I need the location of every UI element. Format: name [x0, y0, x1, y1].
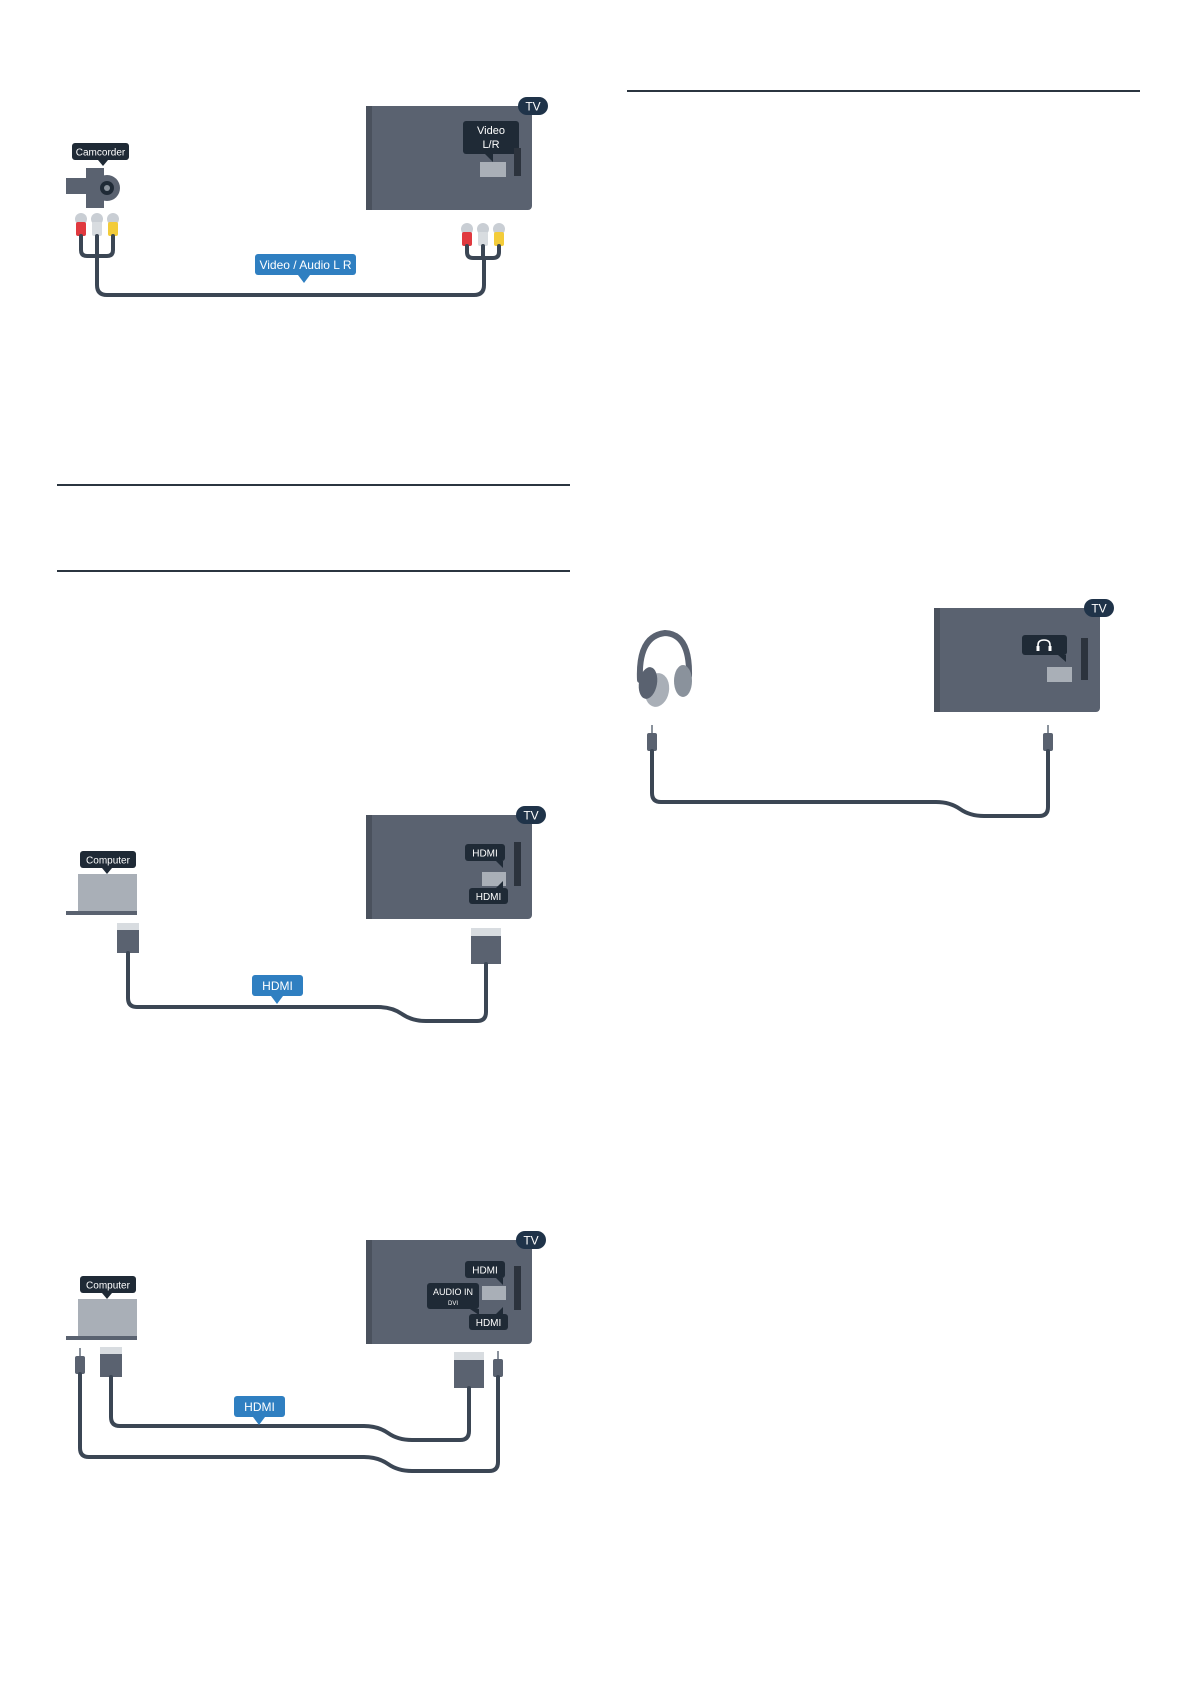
av-cable	[79, 234, 501, 297]
rca-plugs-tv	[461, 223, 505, 246]
tv-port-headphone	[1022, 635, 1088, 682]
tv-screen	[934, 608, 1100, 712]
section-divider-left-1	[57, 484, 570, 486]
hdmi-cable-label: HDMI	[252, 975, 303, 1004]
computer-label: Computer	[80, 851, 136, 874]
cables	[78, 1372, 500, 1473]
headphones-icon	[636, 629, 693, 707]
camcorder-label: Camcorder	[72, 143, 129, 166]
hdmi-cable	[109, 1375, 471, 1442]
hdmi-plug-computer	[117, 923, 139, 953]
audio-jack-tv	[493, 1351, 503, 1377]
hdmi-cable-label-text: HDMI	[262, 979, 293, 993]
laptop-icon	[66, 874, 137, 915]
tv-port-top-label: HDMI	[472, 1266, 498, 1277]
av-cable-label: Video / Audio L R	[255, 254, 356, 283]
tv-port-audio-label: AUDIO IN	[433, 1287, 473, 1297]
hdmi-plug-tv	[454, 1352, 484, 1388]
tv-screen	[366, 106, 532, 210]
tv-port-label-line2: L/R	[482, 139, 499, 151]
tv-tag: TV	[1084, 599, 1114, 617]
tv-tag: TV	[518, 97, 548, 115]
tv-tag-text: TV	[525, 100, 540, 114]
tv-port-hdmi: HDMI HDMI	[465, 842, 521, 904]
audio-cable	[78, 1372, 500, 1473]
camcorder-label-text: Camcorder	[76, 148, 126, 159]
tv-port-label-line1: Video	[477, 125, 505, 137]
av-cable-label-text: Video / Audio L R	[259, 258, 351, 272]
section-divider-top-right	[627, 90, 1140, 92]
section-divider-left-2	[57, 570, 570, 572]
tv-tag: TV	[516, 806, 546, 824]
hdmi-cable-label-text: HDMI	[244, 1400, 275, 1414]
tv-tag: TV	[516, 1231, 546, 1249]
tv-screen	[366, 1240, 532, 1344]
laptop-icon	[66, 1299, 137, 1340]
tv-tag-text: TV	[523, 1234, 538, 1248]
tv-port-bottom-label: HDMI	[476, 1318, 502, 1329]
hdmi-plug-tv	[471, 928, 501, 964]
computer-label: Computer	[80, 1276, 136, 1299]
hdmi-cable	[126, 951, 488, 1023]
computer-label-text: Computer	[86, 1281, 131, 1292]
computer-label-text: Computer	[86, 856, 131, 867]
tv-screen	[366, 815, 532, 919]
headphone-cable	[650, 749, 1050, 818]
rca-plugs-camcorder	[75, 213, 119, 236]
audio-jack-headphones	[647, 725, 657, 751]
hdmi-cable-label: HDMI	[234, 1396, 285, 1425]
tv-port-bottom-label: HDMI	[476, 892, 502, 903]
tv-port-top-label: HDMI	[472, 849, 498, 860]
tv-port-audio-sublabel: DVI	[448, 1301, 458, 1307]
audio-jack-computer	[75, 1348, 85, 1374]
tv-ports: HDMI AUDIO IN DVI HDMI	[427, 1261, 521, 1330]
headphone-jack-icon	[1036, 639, 1052, 651]
tv-port-video-lr: Video L/R	[463, 121, 521, 177]
camcorder-icon	[66, 168, 120, 208]
hdmi-plug-computer	[100, 1347, 122, 1377]
tv-tag-text: TV	[1091, 602, 1106, 616]
tv-tag-text: TV	[523, 809, 538, 823]
audio-jack-tv	[1043, 725, 1053, 751]
